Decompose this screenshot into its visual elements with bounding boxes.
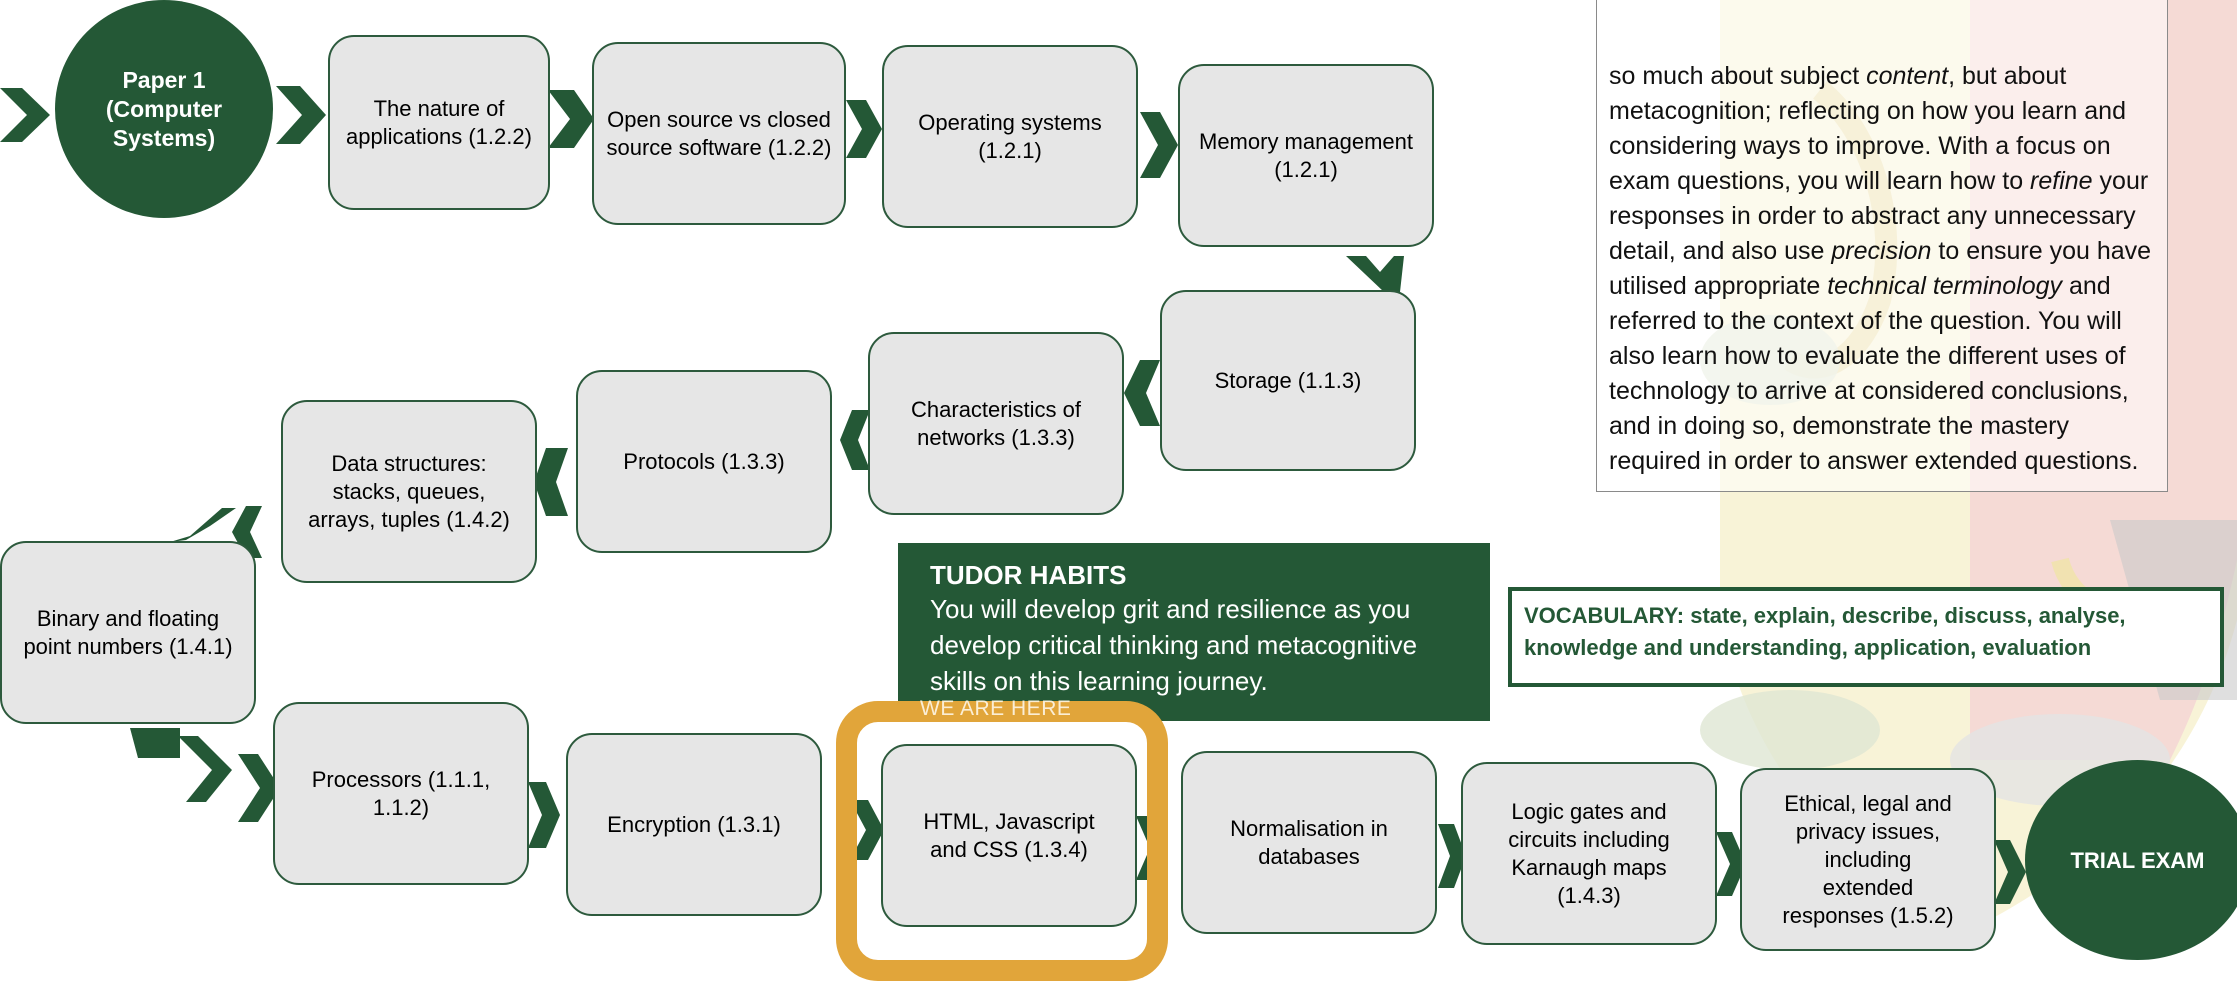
vocabulary-box: VOCABULARY: state, explain, describe, di… [1508, 587, 2224, 687]
flow-arrows [0, 86, 2026, 904]
node-normalisation: Normalisation in databases [1181, 751, 1437, 934]
tudor-habits-body: You will develop grit and resilience as … [930, 594, 1418, 696]
node-nature-of-applications: The nature of applications (1.2.2) [328, 35, 550, 210]
node-binary-floating-point: Binary and floating point numbers (1.4.1… [0, 541, 256, 724]
info-emphasis: refine [2030, 167, 2093, 195]
chevron-left-icon [840, 410, 870, 470]
node-encryption: Encryption (1.3.1) [566, 733, 822, 916]
we-are-here-highlight [836, 701, 1168, 981]
node-storage: Storage (1.1.3) [1160, 290, 1416, 471]
chevron-right-icon [528, 782, 560, 848]
node-logic-gates: Logic gates and circuits including Karna… [1461, 762, 1717, 945]
chevron-right-icon [846, 100, 882, 158]
chevron-down-icon [130, 728, 180, 758]
metacognition-info-box: so much about subject content, but about… [1596, 0, 2168, 492]
tudor-habits-box: TUDOR HABITS You will develop grit and r… [898, 543, 1490, 721]
info-text-part: so much about subject [1609, 62, 1867, 90]
chevron-right-icon [850, 800, 884, 860]
node-open-source: Open source vs closed source software (1… [592, 42, 846, 225]
info-text-part: your responses in order to abstract any … [1609, 167, 2149, 265]
info-emphasis: technical terminology [1827, 272, 2063, 300]
node-data-structures: Data structures: stacks, queues, arrays,… [281, 400, 537, 583]
node-memory-management: Memory management (1.2.1) [1178, 64, 1434, 247]
node-operating-systems: Operating systems (1.2.1) [882, 45, 1138, 228]
node-protocols: Protocols (1.3.3) [576, 370, 832, 553]
chevron-left-icon [534, 448, 568, 516]
chevron-down-icon [1346, 256, 1404, 292]
metacognition-info-text: so much about subject content, but about… [1609, 59, 2155, 479]
node-ethical-legal: Ethical, legal and privacy issues, inclu… [1740, 768, 1996, 951]
chevron-right-icon [1438, 824, 1466, 888]
chevron-right-icon [548, 90, 594, 148]
chevron-right-icon [1716, 832, 1746, 896]
node-characteristics-of-networks: Characteristics of networks (1.3.3) [868, 332, 1124, 515]
info-text-part: and referred to the context of the quest… [1609, 272, 2139, 475]
chevron-right-icon [276, 86, 326, 144]
info-text-part: to ensure you have utilised appropriate [1609, 237, 2152, 300]
end-circle-trial-exam: TRIAL EXAM [2025, 760, 2237, 960]
chevron-right-icon [178, 736, 232, 802]
node-html-javascript-css: HTML, Javascript and CSS (1.3.4) [881, 744, 1137, 927]
chevron-right-icon [0, 88, 50, 142]
info-emphasis: content [1866, 62, 1949, 90]
chevron-left-icon [170, 508, 236, 542]
tudor-habits-title: TUDOR HABITS [930, 560, 1127, 590]
info-emphasis: precision [1831, 237, 1932, 265]
node-processors: Processors (1.1.1, 1.1.2) [273, 702, 529, 885]
chevron-right-icon [1994, 840, 2026, 904]
chevron-right-icon [1140, 112, 1178, 178]
info-text-part: , but about metacognition; reflecting on… [1609, 62, 2126, 195]
we-are-here-label: WE ARE HERE [920, 697, 1072, 720]
start-circle-paper1: Paper 1 (Computer Systems) [55, 0, 273, 218]
chevron-left-icon [1124, 360, 1160, 426]
chevron-right-icon [238, 754, 280, 822]
